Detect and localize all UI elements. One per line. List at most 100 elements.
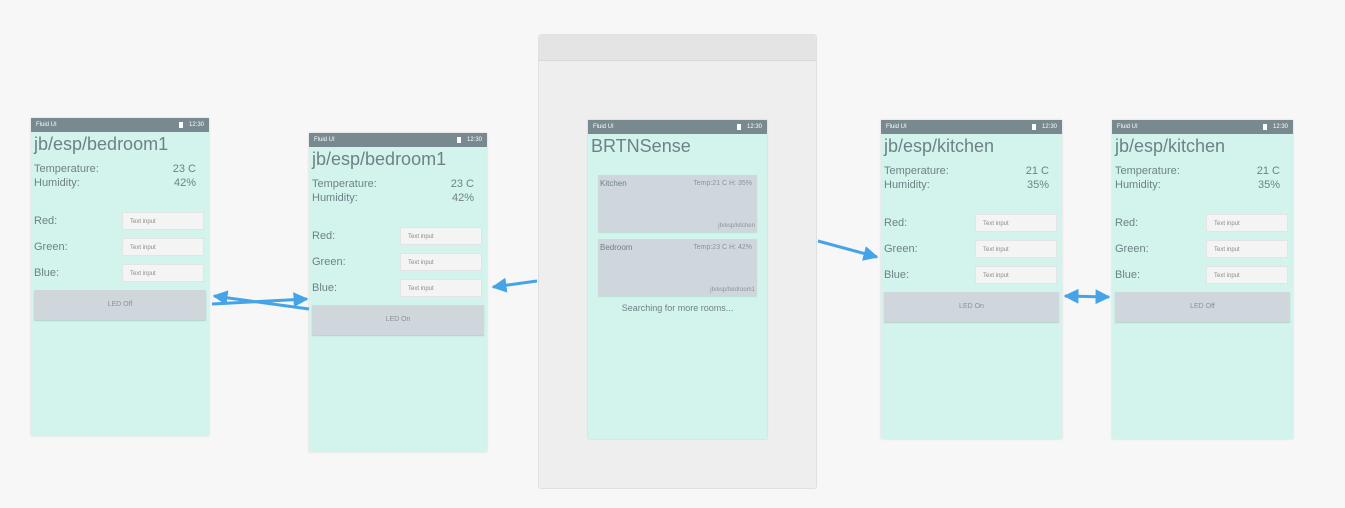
- blue-label: Blue:: [34, 267, 60, 279]
- temperature-label: Temperature:: [884, 165, 949, 177]
- room-name: Kitchen: [600, 179, 627, 188]
- room-card-kitchen[interactable]: Kitchen Temp:21 C H: 35% jb/esp/kitchen: [598, 175, 757, 232]
- blue-row: Blue: Text input: [34, 260, 206, 286]
- screen-title: jb/esp/bedroom1: [312, 149, 447, 169]
- status-time: 12:30: [746, 124, 762, 130]
- status-app-name: Fluid UI: [314, 137, 335, 143]
- blue-label: Blue:: [1115, 269, 1141, 281]
- status-app-name: Fluid UI: [36, 122, 57, 128]
- screen-kitchen-led-on: Fluid UI 12:30 jb/esp/kitchen Temperatur…: [881, 120, 1062, 439]
- temperature-value: 23 C: [450, 178, 474, 190]
- red-row: Red: Text input: [884, 210, 1059, 236]
- device-frame-header: [539, 35, 816, 61]
- temperature-value: 21 C: [1256, 165, 1280, 177]
- red-row: Red: Text input: [34, 208, 206, 234]
- temperature-row: Temperature: 21 C: [884, 164, 1059, 178]
- humidity-label: Humidity:: [312, 192, 358, 204]
- screen-home: Fluid UI 12:30 BRTNSense Kitchen Temp:21…: [588, 120, 767, 439]
- status-bar: Fluid UI 12:30: [31, 118, 209, 132]
- color-controls: Red: Text input Green: Text input Blue: …: [1115, 210, 1290, 288]
- status-bar: Fluid UI 12:30: [1112, 120, 1293, 134]
- battery-icon: [1263, 124, 1267, 130]
- sensor-readings: Temperature: 21 C Humidity: 35%: [1115, 164, 1290, 192]
- humidity-row: Humidity: 35%: [1115, 178, 1290, 192]
- color-controls: Red: Text input Green: Text input Blue: …: [34, 208, 206, 286]
- searching-status: Searching for more rooms...: [621, 303, 734, 313]
- temperature-row: Temperature: 23 C: [34, 162, 206, 176]
- flow-arrow-home-to-kitchen: [817, 239, 879, 261]
- green-row: Green: Text input: [34, 234, 206, 260]
- blue-label: Blue:: [884, 269, 910, 281]
- blue-input[interactable]: Text input: [122, 264, 204, 282]
- green-input[interactable]: Text input: [400, 253, 482, 271]
- flow-arrow-bedroom-to-bedroom-off: [212, 290, 310, 311]
- sensor-readings: Temperature: 23 C Humidity: 42%: [34, 162, 206, 190]
- red-label: Red:: [312, 230, 336, 242]
- room-name: Bedroom: [600, 243, 633, 252]
- status-app-name: Fluid UI: [1117, 124, 1138, 130]
- red-input[interactable]: Text input: [122, 212, 204, 230]
- temperature-label: Temperature:: [312, 178, 377, 190]
- flow-arrow-home-to-bedroom: [491, 277, 538, 293]
- sensor-readings: Temperature: 21 C Humidity: 35%: [884, 164, 1059, 192]
- status-app-name: Fluid UI: [593, 124, 614, 130]
- screen-bedroom1-led-on: Fluid UI 12:30 jb/esp/bedroom1 Temperatu…: [309, 133, 487, 452]
- status-app-name: Fluid UI: [886, 124, 907, 130]
- led-toggle-button[interactable]: LED On: [312, 305, 484, 335]
- app-title: BRTNSense: [591, 136, 691, 156]
- led-toggle-button[interactable]: LED Off: [34, 290, 206, 320]
- screen-kitchen-led-off: Fluid UI 12:30 jb/esp/kitchen Temperatur…: [1112, 120, 1293, 439]
- sensor-readings: Temperature: 23 C Humidity: 42%: [312, 177, 484, 205]
- room-card-bedroom[interactable]: Bedroom Temp:23 C H: 42% jb/esp/bedroom1: [598, 239, 757, 296]
- flow-arrow-kitchen-to-kitchen-off: [1063, 288, 1111, 305]
- humidity-label: Humidity:: [884, 179, 930, 191]
- humidity-value: 35%: [1026, 179, 1049, 191]
- status-time: 12:30: [466, 137, 482, 143]
- green-input[interactable]: Text input: [1206, 240, 1288, 258]
- blue-row: Blue: Text input: [1115, 262, 1290, 288]
- green-label: Green:: [34, 241, 68, 253]
- red-label: Red:: [884, 217, 908, 229]
- blue-input[interactable]: Text input: [1206, 266, 1288, 284]
- status-bar: Fluid UI 12:30: [881, 120, 1062, 134]
- green-input[interactable]: Text input: [122, 238, 204, 256]
- green-label: Green:: [1115, 243, 1149, 255]
- humidity-row: Humidity: 42%: [34, 176, 206, 190]
- red-row: Red: Text input: [312, 223, 484, 249]
- battery-icon: [737, 124, 741, 130]
- green-row: Green: Text input: [1115, 236, 1290, 262]
- room-stats: Temp:23 C H: 42%: [693, 244, 752, 251]
- green-input[interactable]: Text input: [975, 240, 1057, 258]
- battery-icon: [1032, 124, 1036, 130]
- red-input[interactable]: Text input: [1206, 214, 1288, 232]
- led-toggle-button[interactable]: LED On: [884, 292, 1059, 322]
- humidity-row: Humidity: 35%: [884, 178, 1059, 192]
- status-bar: Fluid UI 12:30: [588, 120, 767, 134]
- room-stats: Temp:21 C H: 35%: [693, 180, 752, 187]
- battery-icon: [457, 137, 461, 143]
- screen-title: jb/esp/bedroom1: [34, 134, 169, 154]
- blue-label: Blue:: [312, 282, 338, 294]
- status-time: 12:30: [1272, 124, 1288, 130]
- color-controls: Red: Text input Green: Text input Blue: …: [312, 223, 484, 301]
- led-toggle-button[interactable]: LED Off: [1115, 292, 1290, 322]
- flow-arrow-bedroom-off-to-bedroom: [211, 292, 309, 308]
- humidity-label: Humidity:: [34, 177, 80, 189]
- temperature-value: 23 C: [172, 163, 196, 175]
- humidity-label: Humidity:: [1115, 179, 1161, 191]
- room-topic: jb/esp/bedroom1: [710, 287, 755, 293]
- green-row: Green: Text input: [884, 236, 1059, 262]
- blue-input[interactable]: Text input: [975, 266, 1057, 284]
- humidity-row: Humidity: 42%: [312, 191, 484, 205]
- red-input[interactable]: Text input: [400, 227, 482, 245]
- humidity-value: 35%: [1257, 179, 1280, 191]
- blue-input[interactable]: Text input: [400, 279, 482, 297]
- temperature-row: Temperature: 23 C: [312, 177, 484, 191]
- screen-title: jb/esp/kitchen: [884, 136, 995, 156]
- green-row: Green: Text input: [312, 249, 484, 275]
- battery-icon: [179, 122, 183, 128]
- status-time: 12:30: [1041, 124, 1057, 130]
- color-controls: Red: Text input Green: Text input Blue: …: [884, 210, 1059, 288]
- red-input[interactable]: Text input: [975, 214, 1057, 232]
- temperature-value: 21 C: [1025, 165, 1049, 177]
